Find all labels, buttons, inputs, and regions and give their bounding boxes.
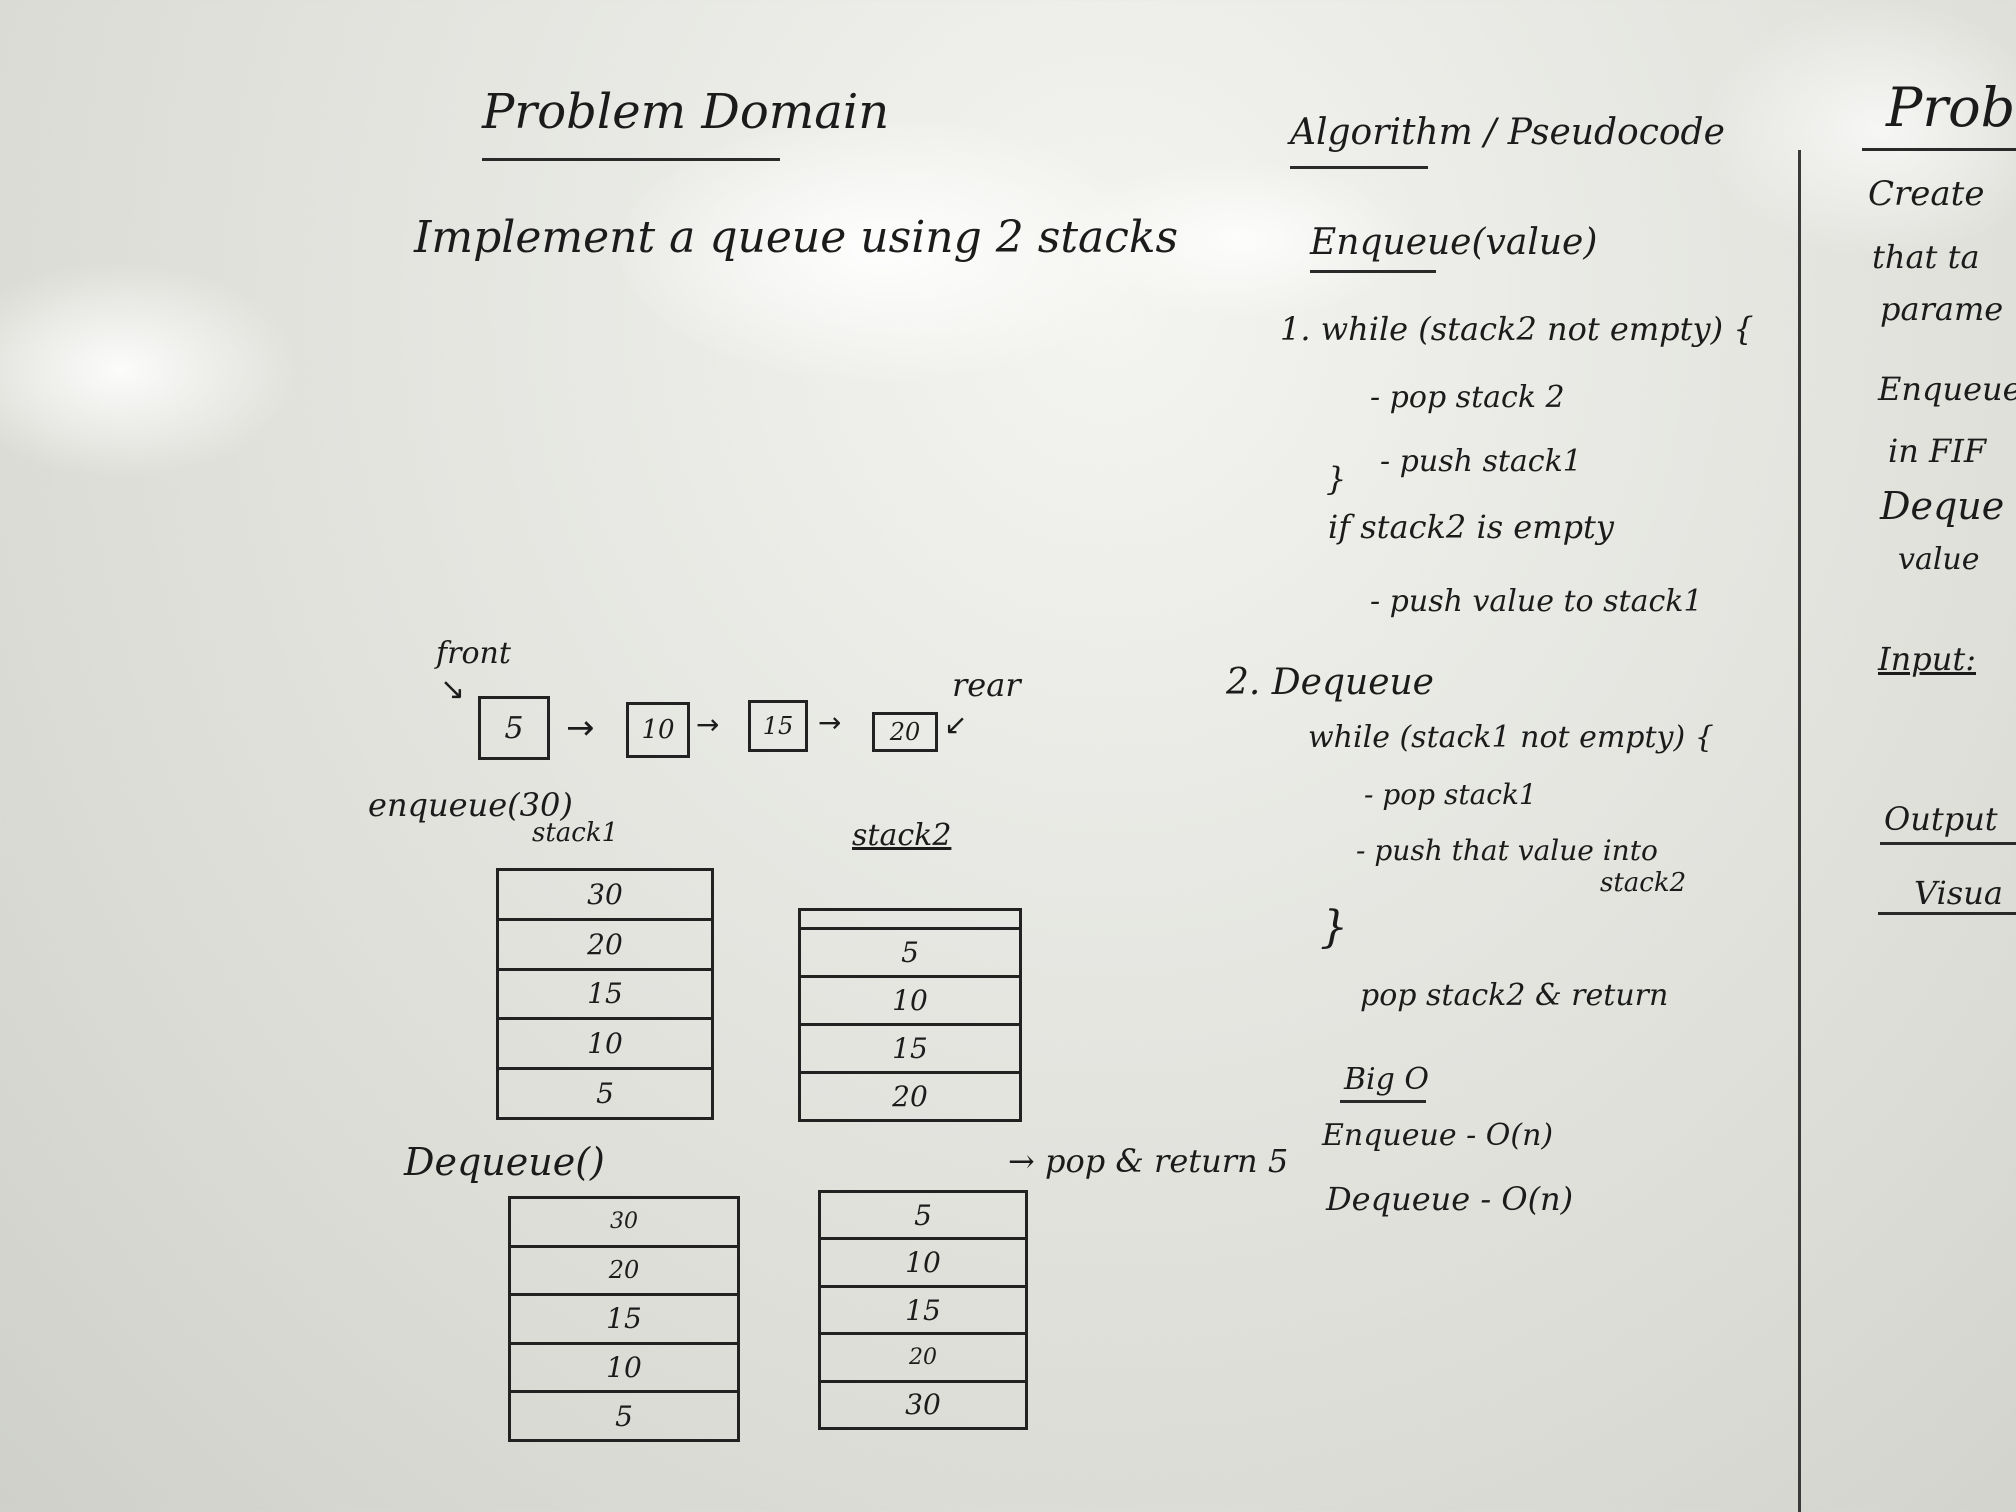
stack1-dequeue: 30 20 15 10 5 bbox=[508, 1196, 740, 1442]
stack2-dequeue: 5 10 15 20 30 bbox=[818, 1190, 1028, 1430]
input-label: Input: bbox=[1878, 640, 1976, 678]
stack-cell: 10 bbox=[801, 978, 1019, 1026]
dequeue-label: Dequeue() bbox=[404, 1140, 605, 1184]
board-divider bbox=[1798, 150, 1801, 1512]
right-title: Proble bbox=[1886, 76, 2016, 139]
stack-cell: 10 bbox=[499, 1020, 711, 1071]
pseudocode-line: } bbox=[1326, 460, 1347, 498]
stack-gap bbox=[801, 911, 1019, 930]
stack-cell: 15 bbox=[821, 1288, 1025, 1336]
dequeue-heading: 2. Dequeue bbox=[1226, 662, 1434, 703]
heading-underline bbox=[1340, 1100, 1426, 1103]
front-label: front bbox=[436, 636, 511, 671]
glare-reflection bbox=[0, 260, 300, 480]
output-label: Output bbox=[1884, 800, 1998, 838]
title-underline bbox=[1862, 148, 2016, 151]
right-line: Enqueue bbox=[1878, 370, 2016, 408]
stack-cell: 30 bbox=[499, 871, 711, 921]
heading-underline bbox=[1310, 270, 1436, 273]
stack-cell: 15 bbox=[499, 971, 711, 1021]
pseudocode-line: - push that value into bbox=[1356, 834, 1658, 867]
enqueue-label: enqueue(30) bbox=[368, 786, 573, 824]
stack-cell: 15 bbox=[801, 1026, 1019, 1074]
stack1-enqueue: 30 20 15 10 5 bbox=[496, 868, 714, 1120]
pseudocode-line: - pop stack1 bbox=[1364, 778, 1537, 811]
visual-label: Visua bbox=[1914, 874, 2003, 912]
right-line: that ta bbox=[1872, 238, 1980, 276]
queue-node: 10 bbox=[626, 702, 690, 758]
algorithm-title: Algorithm / Pseudocode bbox=[1290, 112, 1725, 153]
bigo-line: Enqueue - O(n) bbox=[1322, 1118, 1554, 1153]
pseudocode-line: pop stack2 & return bbox=[1360, 978, 1669, 1013]
stack-cell: 20 bbox=[499, 921, 711, 971]
label-underline bbox=[1878, 912, 2016, 915]
title-underline bbox=[482, 158, 780, 161]
problem-statement: Implement a queue using 2 stacks bbox=[414, 212, 1179, 263]
pop-return-note: → pop & return 5 bbox=[1008, 1142, 1289, 1180]
right-line: Create bbox=[1868, 174, 1985, 214]
right-line: Deque bbox=[1880, 484, 2005, 528]
label-underline bbox=[1880, 842, 2016, 845]
down-arrow-icon: ↙ bbox=[944, 708, 968, 741]
stack-cell: 10 bbox=[821, 1240, 1025, 1288]
right-line: value bbox=[1898, 542, 1980, 577]
stack-cell: 15 bbox=[511, 1296, 737, 1345]
stack-cell: 30 bbox=[511, 1199, 737, 1248]
stack2-label: stack2 bbox=[852, 818, 952, 853]
right-arrow-icon: → bbox=[696, 708, 720, 741]
stack-cell: 5 bbox=[821, 1193, 1025, 1241]
queue-node: 15 bbox=[748, 700, 808, 752]
stack-cell: 20 bbox=[892, 1079, 928, 1113]
stack-cell: 20 bbox=[511, 1248, 737, 1297]
title-underline bbox=[1290, 166, 1428, 169]
pseudocode-line: - push value to stack1 bbox=[1370, 584, 1703, 619]
stack2-enqueue: 5 10 15 20 bbox=[798, 908, 1022, 1122]
stack-cell: 10 bbox=[511, 1345, 737, 1394]
queue-node: 5 bbox=[478, 696, 550, 760]
right-line: in FIF bbox=[1888, 432, 1987, 470]
pseudocode-line: while (stack1 not empty) { bbox=[1308, 720, 1714, 755]
stack-cell: 5 bbox=[801, 930, 1019, 978]
bigo-heading: Big O bbox=[1344, 1062, 1429, 1097]
stack-cell: 5 bbox=[615, 1399, 633, 1433]
enqueue-heading: Enqueue(value) bbox=[1310, 222, 1598, 263]
pseudocode-line: - pop stack 2 bbox=[1370, 380, 1565, 415]
right-line: parame bbox=[1880, 290, 2004, 328]
right-arrow-icon: → bbox=[566, 708, 595, 748]
pseudocode-line: - push stack1 bbox=[1380, 444, 1582, 479]
pseudocode-line: stack2 bbox=[1600, 868, 1687, 898]
stack1-label: stack1 bbox=[532, 818, 619, 848]
stack-cell: 5 bbox=[596, 1077, 614, 1111]
rear-label: rear bbox=[952, 666, 1021, 704]
down-arrow-icon: ↘ bbox=[440, 672, 466, 707]
stack-cell: 30 bbox=[905, 1388, 941, 1422]
right-arrow-icon: → bbox=[818, 706, 842, 739]
bigo-line: Dequeue - O(n) bbox=[1326, 1180, 1574, 1218]
stack-cell: 20 bbox=[821, 1335, 1025, 1383]
pseudocode-line: } bbox=[1320, 902, 1348, 953]
problem-domain-title: Problem Domain bbox=[482, 84, 890, 140]
pseudocode-line: if stack2 is empty bbox=[1328, 508, 1614, 546]
queue-node: 20 bbox=[872, 712, 938, 752]
pseudocode-line: 1. while (stack2 not empty) { bbox=[1280, 310, 1754, 348]
